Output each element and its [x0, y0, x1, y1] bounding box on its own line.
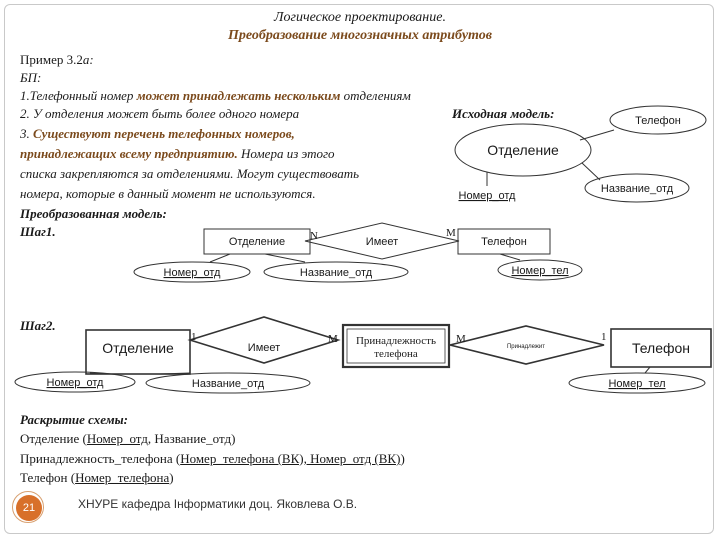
step2-card-1: 1: [191, 331, 197, 343]
schema-line-1-start: Отделение (: [20, 431, 87, 446]
source-entity: Отделение: [487, 142, 559, 158]
step2-relation1: Имеет: [248, 342, 280, 354]
example-prefix: Пример 3.2: [20, 52, 83, 67]
schema-heading: Раскрытие схемы:: [20, 412, 128, 427]
source-name-attr-shape: [584, 173, 690, 203]
page-badge-ring: [12, 491, 44, 523]
step-1-label: Шаг1.: [20, 224, 56, 239]
rule-1: 1.Телефонный номер может принадлежать не…: [20, 88, 411, 104]
rule-2: 2. У отделения может быть более одного н…: [20, 106, 300, 121]
source-entity-shape: [454, 123, 592, 177]
rule-1-highlight: может принадлежать нескольким: [136, 88, 341, 103]
source-phone-attr: Телефон: [635, 115, 681, 127]
rule-1-start: 1.Телефонный номер: [20, 88, 137, 103]
page-number-badge: 21: [16, 495, 42, 521]
source-name-attr: Название_отд: [601, 183, 674, 195]
schema-line-2-key: Номер_телефона (ВК), Номер_отд (ВК): [180, 451, 401, 466]
step1-card-left: N: [310, 230, 318, 242]
step2-relation2: Принадлежит: [507, 344, 545, 350]
slide-frame: [4, 4, 714, 534]
rule-3-line2: принадлежащих всему предприятию. Номера …: [20, 146, 335, 162]
rule-3-highlight-2: принадлежащих всему предприятию.: [20, 146, 238, 161]
schema-line-1-key: Номер_отд: [86, 431, 148, 446]
example-label: Пример 3.2а:: [20, 52, 94, 68]
step1-relation-shape: [304, 222, 460, 260]
schema-line-2-start: Принадлежность_телефона (: [20, 451, 181, 466]
step2-attr2-shape: [145, 372, 311, 394]
step2-relation1-shape: [187, 316, 341, 364]
step-2-label: Шаг2.: [20, 318, 56, 333]
schema-line-2-end: ): [400, 451, 405, 466]
step1-attr1-shape: [133, 261, 251, 283]
schema-line-3-start: Телефон (: [20, 470, 76, 485]
schema-line-3-end: ): [169, 470, 174, 485]
step2-attr3-shape: [568, 372, 706, 394]
rule-3-highlight-1: Существуют перечень телефонных номеров,: [33, 126, 295, 141]
step1-entity2: Телефон: [481, 236, 527, 248]
step2-card-3: M: [456, 333, 466, 345]
step1-entity2-shape: [457, 228, 551, 255]
schema-line-3: Телефон (Номер_телефона): [20, 470, 174, 486]
step2-attr1: Номер_отд: [47, 377, 105, 389]
step2-assoc-line1: Принадлежность: [356, 335, 436, 347]
schema-line-1: Отделение (Номер_отд, Название_отд): [20, 431, 235, 447]
rule-3-line1: 3. Существуют перечень телефонных номеро…: [20, 126, 295, 142]
step1-attr2-shape: [263, 261, 409, 283]
step2-entity2-shape: [610, 328, 712, 368]
step1-attr3-shape: [497, 259, 583, 281]
rule-3-line4: номера, которые в данный момент не испол…: [20, 186, 316, 201]
schema-line-3-key: Номер_телефона: [75, 470, 170, 485]
step2-assoc-entity-shape: [341, 323, 451, 369]
example-suffix: а:: [82, 52, 94, 67]
source-phone-attr-shape: [609, 105, 707, 135]
rule-3-start: 3.: [20, 126, 33, 141]
schema-line-2: Принадлежность_телефона (Номер_телефона …: [20, 451, 405, 467]
transformed-model-label: Преобразованная модель:: [20, 206, 167, 221]
step2-relation2-shape: [449, 325, 605, 365]
step1-relation: Имеет: [366, 236, 398, 248]
rule-1-end: отделениям: [340, 88, 411, 103]
step2-entity1: Отделение: [102, 340, 174, 356]
step1-attr1: Номер_отд: [164, 267, 222, 279]
source-key-attr: Номер_отд: [459, 190, 517, 202]
step2-attr3: Номер_тел: [608, 378, 665, 390]
step2-assoc-line2: телефона: [374, 348, 418, 360]
step1-attr3: Номер_тел: [511, 265, 568, 277]
step1-entity1-shape: [203, 228, 311, 255]
step2-entity1-shape: [85, 329, 191, 375]
footer-text: ХНУРЕ кафедра Інформатики доц. Яковлева …: [78, 497, 358, 511]
step2-card-4: 1: [601, 331, 607, 343]
step1-attr2: Название_отд: [300, 267, 373, 279]
slide-title: Логическое проектирование.: [274, 10, 446, 25]
step2-card-2: M: [328, 333, 338, 345]
step2-attr2: Название_отд: [192, 378, 265, 390]
rule-3-end: Номера из этого: [237, 146, 335, 161]
schema-line-1-end: , Название_отд): [147, 431, 236, 446]
step1-card-right: M: [446, 227, 456, 239]
bp-label: БП:: [20, 70, 42, 85]
source-model-label: Исходная модель:: [452, 106, 555, 121]
step2-entity2: Телефон: [632, 340, 690, 356]
step2-attr1-shape: [14, 371, 136, 393]
slide-subtitle: Преобразование многозначных атрибутов: [228, 28, 492, 43]
step1-entity1: Отделение: [229, 236, 285, 248]
rule-3-line3: списка закрепляются за отделениями. Могу…: [20, 166, 360, 181]
